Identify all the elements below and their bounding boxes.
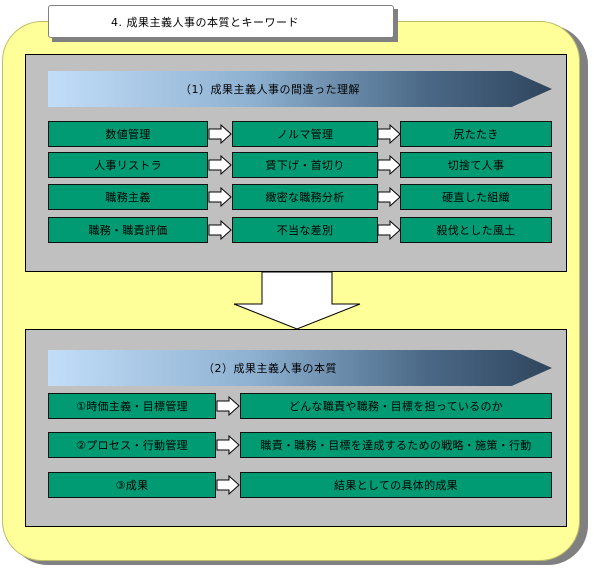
- right-arrow-icon: [208, 124, 232, 144]
- s1-r4-c3: 殺伐とした風土: [400, 217, 552, 243]
- s2-r2-desc: 職責・職務・目標を達成するための戦略・施策・行動: [240, 432, 552, 458]
- s1-r2-c3: 切捨て人事: [400, 152, 552, 178]
- section2-header: （2）成果主義人事の本質: [48, 350, 552, 386]
- right-arrow-icon: [208, 187, 232, 207]
- right-arrow-icon: [216, 475, 240, 495]
- s1-r3-c2: 緻密な職務分析: [232, 184, 378, 210]
- section2-header-label: （2）成果主義人事の本質: [203, 362, 337, 375]
- slide-title: 4. 成果主義人事の本質とキーワード: [48, 5, 394, 38]
- s2-r1-desc: どんな職責や職務・目標を担っているのか: [240, 393, 552, 419]
- s1-r1-c1: 数値管理: [48, 121, 208, 147]
- right-arrow-icon: [377, 187, 401, 207]
- s1-r4-c1: 職務・職責評価: [48, 217, 208, 243]
- s1-r2-c2: 賃下げ・首切り: [232, 152, 378, 178]
- section1-header: （1）成果主義人事の間違った理解: [48, 71, 552, 107]
- right-arrow-icon: [377, 220, 401, 240]
- right-arrow-icon: [208, 155, 232, 175]
- s1-r1-c3: 尻たたき: [400, 121, 552, 147]
- right-arrow-icon: [216, 435, 240, 455]
- s1-r2-c1: 人事リストラ: [48, 152, 208, 178]
- s1-r1-c2: ノルマ管理: [232, 121, 378, 147]
- right-arrow-icon: [377, 124, 401, 144]
- s2-r3-label: ③成果: [48, 472, 216, 498]
- down-arrow-icon: [233, 271, 361, 330]
- s1-r3-c1: 職務主義: [48, 184, 208, 210]
- s1-r3-c3: 硬直した組織: [400, 184, 552, 210]
- right-arrow-icon: [208, 220, 232, 240]
- s2-r3-desc: 結果としての具体的成果: [240, 472, 552, 498]
- s2-r2-label: ②プロセス・行動管理: [48, 432, 216, 458]
- s2-r1-label: ①時価主義・目標管理: [48, 393, 216, 419]
- section1-header-label: （1）成果主義人事の間違った理解: [180, 83, 360, 96]
- s1-r4-c2: 不当な差別: [232, 217, 378, 243]
- right-arrow-icon: [216, 396, 240, 416]
- right-arrow-icon: [377, 155, 401, 175]
